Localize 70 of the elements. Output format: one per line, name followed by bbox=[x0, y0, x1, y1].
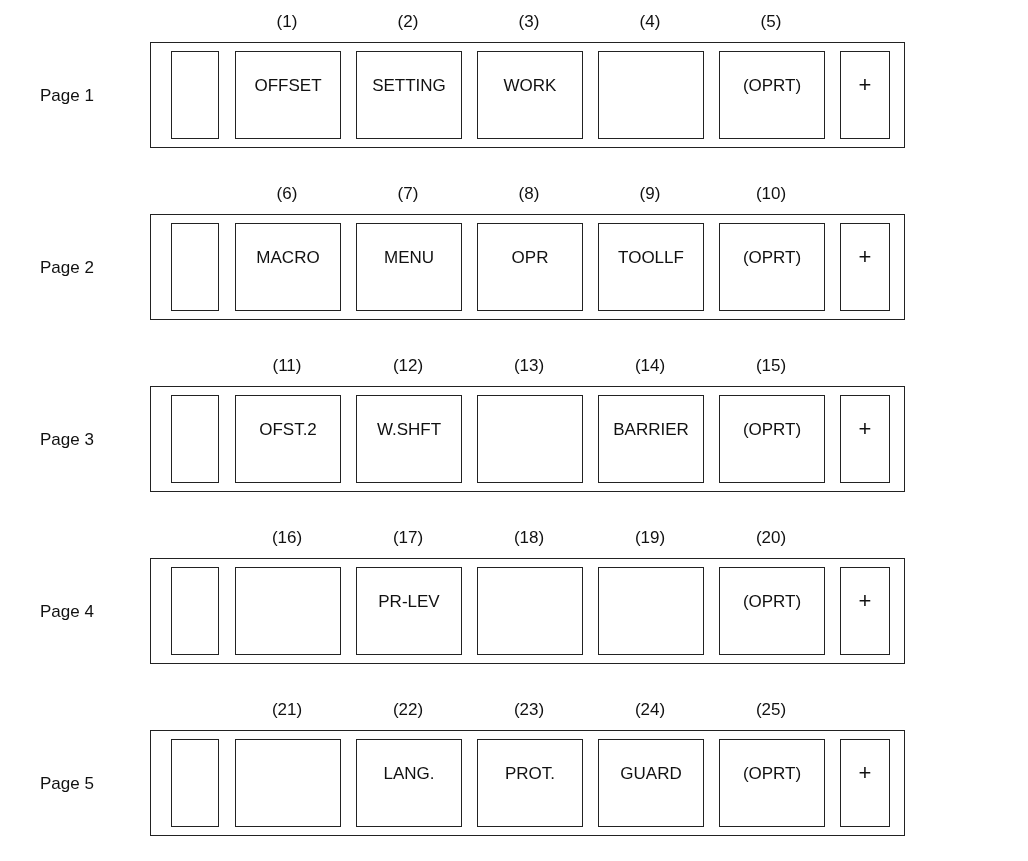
soft-key-row bbox=[150, 214, 905, 320]
soft-key bbox=[171, 567, 219, 655]
soft-key bbox=[235, 567, 341, 655]
key-number: (7) bbox=[396, 184, 420, 204]
key-number: (23) bbox=[512, 700, 546, 720]
soft-key-row bbox=[150, 558, 905, 664]
soft-key bbox=[171, 739, 219, 827]
soft-key: (OPRT) bbox=[719, 739, 825, 827]
soft-key bbox=[171, 223, 219, 311]
soft-key: MACRO bbox=[235, 223, 341, 311]
soft-key-row bbox=[150, 730, 905, 836]
key-number: (16) bbox=[270, 528, 304, 548]
soft-key: PR-LEV bbox=[356, 567, 462, 655]
key-number: (5) bbox=[759, 12, 783, 32]
key-number: (14) bbox=[633, 356, 667, 376]
soft-key: MENU bbox=[356, 223, 462, 311]
soft-key: (OPRT) bbox=[719, 395, 825, 483]
soft-key bbox=[598, 567, 704, 655]
key-number: (19) bbox=[633, 528, 667, 548]
key-number: (22) bbox=[391, 700, 425, 720]
key-number: (11) bbox=[271, 356, 303, 376]
soft-key: (OPRT) bbox=[719, 51, 825, 139]
key-number: (8) bbox=[517, 184, 541, 204]
soft-key bbox=[477, 395, 583, 483]
soft-key: GUARD bbox=[598, 739, 704, 827]
key-number: (9) bbox=[638, 184, 662, 204]
key-number: (6) bbox=[275, 184, 299, 204]
soft-key bbox=[235, 739, 341, 827]
key-number: (17) bbox=[391, 528, 425, 548]
soft-key: OPR bbox=[477, 223, 583, 311]
soft-key: + bbox=[840, 51, 890, 139]
key-number: (21) bbox=[270, 700, 304, 720]
soft-key bbox=[477, 567, 583, 655]
soft-key: + bbox=[840, 739, 890, 827]
key-number: (25) bbox=[754, 700, 788, 720]
soft-key: + bbox=[840, 395, 890, 483]
soft-key: OFFSET bbox=[235, 51, 341, 139]
key-number: (12) bbox=[391, 356, 425, 376]
key-number: (1) bbox=[275, 12, 299, 32]
soft-key bbox=[171, 395, 219, 483]
key-number: (15) bbox=[754, 356, 788, 376]
key-number: (20) bbox=[754, 528, 788, 548]
soft-key: W.SHFT bbox=[356, 395, 462, 483]
soft-key-row bbox=[150, 386, 905, 492]
key-number: (24) bbox=[633, 700, 667, 720]
soft-key: LANG. bbox=[356, 739, 462, 827]
key-number: (10) bbox=[754, 184, 788, 204]
soft-key: TOOLLF bbox=[598, 223, 704, 311]
soft-key: (OPRT) bbox=[719, 223, 825, 311]
soft-key: OFST.2 bbox=[235, 395, 341, 483]
soft-key: + bbox=[840, 223, 890, 311]
soft-key: WORK bbox=[477, 51, 583, 139]
key-number: (18) bbox=[512, 528, 546, 548]
page-label: Page 5 bbox=[40, 774, 94, 794]
key-number: (4) bbox=[638, 12, 662, 32]
soft-key bbox=[598, 51, 704, 139]
soft-key: PROT. bbox=[477, 739, 583, 827]
soft-key: BARRIER bbox=[598, 395, 704, 483]
page-label: Page 3 bbox=[40, 430, 94, 450]
soft-key: + bbox=[840, 567, 890, 655]
soft-key: (OPRT) bbox=[719, 567, 825, 655]
soft-key bbox=[171, 51, 219, 139]
key-number: (2) bbox=[396, 12, 420, 32]
key-number: (13) bbox=[512, 356, 546, 376]
key-number: (3) bbox=[517, 12, 541, 32]
soft-key: SETTING bbox=[356, 51, 462, 139]
page-label: Page 1 bbox=[40, 86, 94, 106]
page-label: Page 2 bbox=[40, 258, 94, 278]
soft-key-row bbox=[150, 42, 905, 148]
page-label: Page 4 bbox=[40, 602, 94, 622]
